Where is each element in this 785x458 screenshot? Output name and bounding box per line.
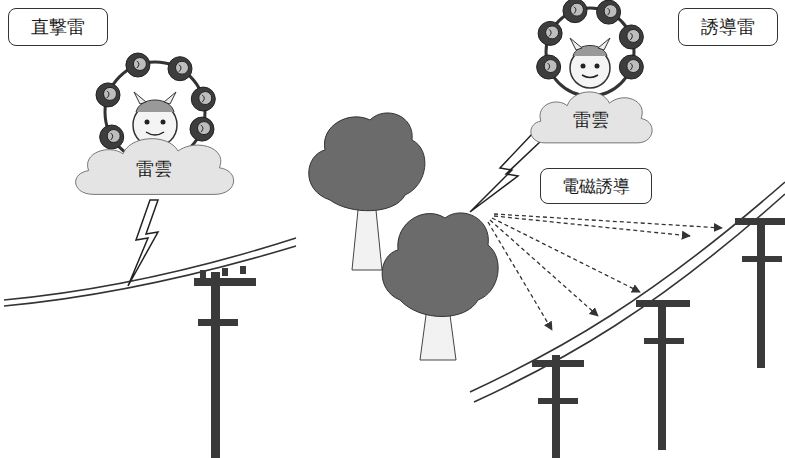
induction-arrow <box>488 214 722 330</box>
power-line <box>470 182 785 402</box>
node-text: 誘導雷 <box>701 15 755 39</box>
drum <box>563 0 587 23</box>
title-box: 誘導雷 <box>678 8 778 46</box>
drum <box>100 125 124 149</box>
tree <box>309 113 498 360</box>
lightning-bolt <box>128 200 158 286</box>
node-text: 雷雲 <box>573 108 609 132</box>
thundercloud: 雷雲 <box>68 130 240 200</box>
utility-pole <box>194 266 256 458</box>
power-line <box>4 238 296 306</box>
node-text: 電磁誘導 <box>562 175 630 198</box>
thundercloud: 雷雲 <box>525 84 657 148</box>
thunder-god <box>546 8 634 96</box>
drum <box>619 55 643 79</box>
lightning-bolt <box>470 132 542 212</box>
node-text: 雷雲 <box>136 157 172 181</box>
title-box: 直撃雷 <box>8 8 108 46</box>
drum <box>597 0 621 24</box>
drum <box>537 55 561 79</box>
node-text: 直撃雷 <box>31 15 85 39</box>
label-box: 電磁誘導 <box>540 168 652 204</box>
drum <box>538 21 562 45</box>
drum <box>168 57 192 81</box>
utility-pole <box>532 218 785 458</box>
drum <box>190 117 214 141</box>
drum <box>96 83 120 107</box>
drum <box>619 25 643 49</box>
drum <box>126 53 150 77</box>
drum <box>191 87 215 111</box>
